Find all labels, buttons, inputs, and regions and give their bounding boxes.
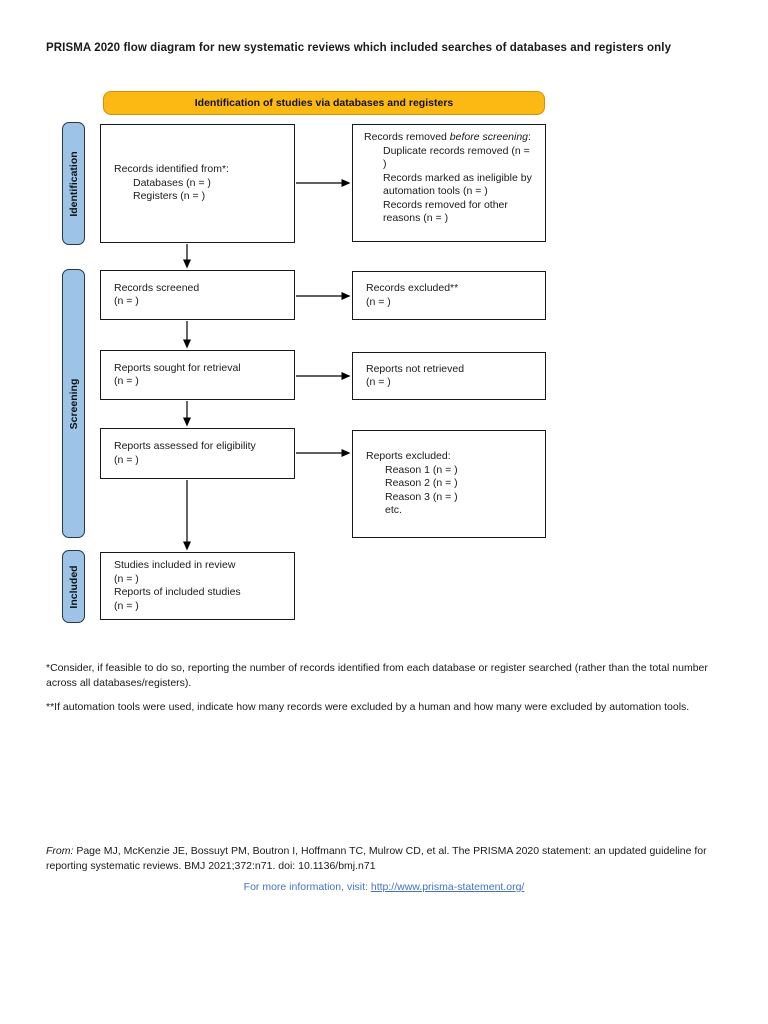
studies-included-n: (n = )	[114, 572, 139, 585]
records-removed-item: Duplicate records removed (n = )	[383, 144, 530, 171]
box-reports-not-retrieved: Reports not retrieved (n = )	[352, 352, 546, 400]
reports-assessed-line: Reports assessed for eligibility	[114, 440, 256, 452]
box-records-screened: Records screened (n = )	[100, 270, 295, 320]
stage-identification-label: Identification	[67, 150, 80, 217]
box-reports-assessed: Reports assessed for eligibility (n = )	[100, 428, 295, 479]
box-studies-included: Studies included in review (n = ) Report…	[100, 552, 295, 620]
reports-excluded-item: Reason 2 (n = )	[385, 477, 458, 490]
reports-excluded-item: etc.	[385, 504, 402, 517]
records-removed-title: Records removed before screening:	[364, 131, 531, 143]
box-records-excluded: Records excluded** (n = )	[352, 271, 546, 320]
records-excluded-n: (n = )	[366, 295, 391, 308]
info-line: For more information, visit: http://www.…	[0, 881, 768, 893]
records-removed-item: Records marked as ineligible by automati…	[383, 171, 532, 198]
box-records-identified: Records identified from*: Databases (n =…	[100, 124, 295, 243]
records-identified-item: Databases (n = )	[133, 176, 211, 189]
reports-excluded-item: Reason 1 (n = )	[385, 463, 458, 476]
reports-not-retrieved-n: (n = )	[366, 376, 391, 388]
records-removed-item: Records removed for other reasons (n = )	[383, 198, 508, 225]
footnote-single-asterisk: *Consider, if feasible to do so, reporti…	[46, 662, 708, 689]
studies-included-line: Studies included in review	[114, 559, 236, 571]
box-reports-sought: Reports sought for retrieval (n = )	[100, 350, 295, 400]
studies-included-line: Reports of included studies	[114, 586, 241, 598]
records-identified-title: Records identified from*:	[114, 163, 229, 176]
citation-from-label: From:	[46, 845, 74, 857]
stage-included-label: Included	[67, 564, 80, 609]
prisma-statement-link[interactable]: http://www.prisma-statement.org/	[370, 881, 525, 893]
records-excluded-line: Records excluded**	[366, 282, 459, 294]
records-screened-n: (n = )	[114, 295, 139, 307]
identification-banner: Identification of studies via databases …	[103, 91, 545, 115]
reports-excluded-item: Reason 3 (n = )	[385, 490, 458, 503]
page-title: PRISMA 2020 flow diagram for new systema…	[46, 42, 672, 54]
records-screened-line: Records screened	[114, 281, 200, 294]
studies-included-n: (n = )	[114, 599, 139, 612]
stage-screening-pill: Screening	[62, 269, 85, 538]
reports-not-retrieved-line: Reports not retrieved	[366, 362, 465, 375]
reports-sought-line: Reports sought for retrieval	[114, 361, 241, 374]
citation: From: Page MJ, McKenzie JE, Bossuyt PM, …	[46, 844, 726, 873]
reports-excluded-title: Reports excluded:	[366, 450, 451, 463]
info-prefix: For more information, visit:	[243, 881, 371, 893]
records-identified-item: Registers (n = )	[133, 190, 206, 203]
box-reports-excluded: Reports excluded: Reason 1 (n = ) Reason…	[352, 430, 546, 538]
footnote-double-asterisk: **If automation tools were used, indicat…	[46, 701, 690, 713]
box-records-removed: Records removed before screening: Duplic…	[352, 124, 546, 242]
reports-assessed-n: (n = )	[114, 453, 139, 466]
citation-text: Page MJ, McKenzie JE, Bossuyt PM, Boutro…	[46, 845, 707, 872]
stage-included-pill: Included	[62, 550, 85, 623]
reports-sought-n: (n = )	[114, 375, 139, 387]
stage-identification-pill: Identification	[62, 122, 85, 245]
stage-screening-label: Screening	[67, 378, 80, 429]
